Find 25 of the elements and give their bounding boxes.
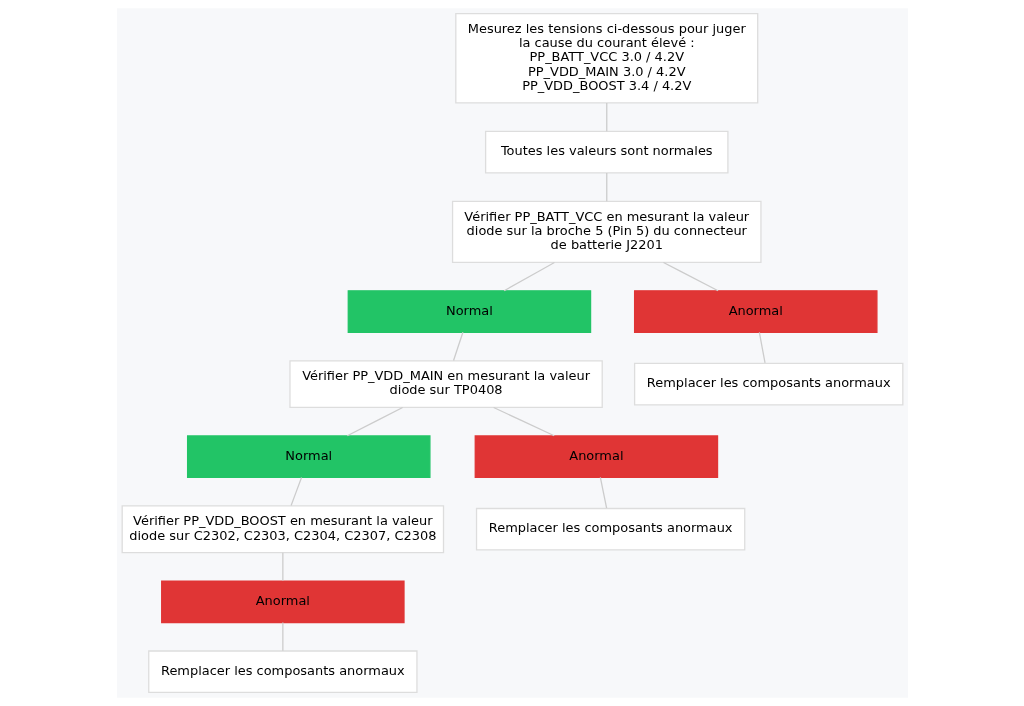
node-box: Anormal: [474, 435, 718, 479]
connector: [599, 476, 607, 509]
connector: [758, 331, 766, 364]
node-box: Mesurez les tensions ci-dessous pour juger la cause du courant élevé : PP_BATT_VCC 3.0 / 4.2V PP_VDD_MAIN 3.0 / 4.2V PP_VDD_BOOST 3.4 / 4.2V: [454, 12, 758, 104]
connector: [605, 102, 607, 132]
node-box: Remplacer les composants anormaux: [475, 507, 745, 551]
node-box: Toutes les valeurs sont normales: [484, 130, 729, 174]
connector: [346, 406, 403, 437]
node-box: Anormal: [160, 580, 405, 624]
node-box: Normal: [186, 435, 431, 479]
connector: [281, 621, 283, 652]
node-box: Normal: [347, 290, 591, 333]
connector: [503, 261, 555, 292]
node-box: Remplacer les composants anormaux: [633, 362, 903, 406]
connector: [605, 172, 607, 202]
connector: [492, 406, 555, 437]
connector: [452, 331, 464, 362]
connector: [281, 552, 283, 582]
connector: [662, 261, 719, 292]
node-box: Vérifier PP_VDD_MAIN en mesurant la valeur diode sur TP0408: [288, 360, 603, 409]
node-box: Anormal: [633, 290, 878, 333]
node-box: Remplacer les composants anormaux: [147, 650, 418, 694]
connector: [289, 476, 302, 507]
node-box: Vérifier PP_VDD_BOOST en mesurant la valeur diode sur C2302, C2303, C2304, C2307, C2308: [121, 505, 444, 554]
node-box: Vérifier PP_BATT_VCC en mesurant la valeur diode sur la broche 5 (Pin 5) du connecteur de batterie J2201: [451, 200, 762, 263]
